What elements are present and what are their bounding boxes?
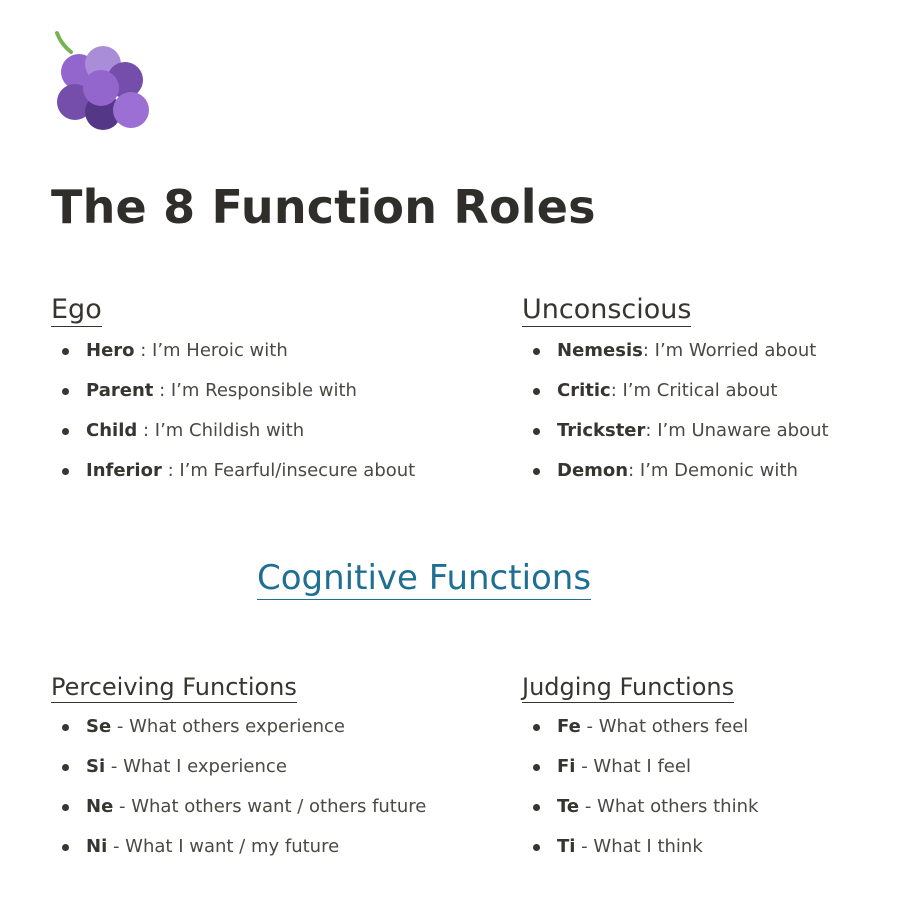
list-item: Fi - What I feel	[522, 747, 899, 787]
list-item: Trickster: I’m Unaware about	[522, 411, 899, 451]
list-item-text: : I’m Fearful/insecure about	[161, 460, 416, 482]
list-item: Inferior : I’m Fearful/insecure about	[51, 451, 431, 491]
list-item-text: - What I think	[575, 835, 703, 857]
list-item-text: : I’m Childish with	[137, 420, 305, 442]
list-item-term: Se	[86, 715, 112, 737]
list-item-text: - What I experience	[105, 755, 287, 777]
list-item-text: : I’m Critical about	[610, 380, 778, 402]
list-item: Ne - What others want / others future	[51, 787, 431, 827]
grapes-icon[interactable]	[51, 30, 151, 130]
list-item-term: Demon	[557, 460, 629, 482]
list-item-text: - What others experience	[111, 715, 345, 737]
list-item-term: Ni	[86, 835, 108, 857]
perceiving-list: Se - What others experience Si - What I …	[51, 707, 431, 867]
list-item-term: Hero	[86, 340, 135, 362]
list-item-term: Te	[557, 795, 580, 817]
page-title: The 8 Function Roles	[51, 180, 596, 234]
list-item-text: : I’m Responsible with	[153, 380, 357, 402]
list-item: Ni - What I want / my future	[51, 827, 431, 867]
ego-section: Ego Hero : I’m Heroic with Parent : I’m …	[51, 294, 431, 491]
list-item-text: : I’m Unaware about	[645, 420, 829, 442]
list-item-term: Fe	[557, 715, 581, 737]
ego-heading: Ego	[51, 294, 102, 328]
judging-section: Judging Functions Fe - What others feel …	[522, 673, 899, 867]
list-item-text: - What others feel	[580, 715, 749, 737]
list-item: Parent : I’m Responsible with	[51, 371, 431, 411]
list-item-text: : I’m Heroic with	[134, 340, 288, 362]
list-item-text: - What I feel	[575, 755, 691, 777]
list-item-term: Fi	[557, 755, 576, 777]
list-item: Se - What others experience	[51, 707, 431, 747]
cognitive-functions-link[interactable]: Cognitive Functions	[257, 558, 592, 600]
list-item: Demon: I’m Demonic with	[522, 451, 899, 491]
list-item: Child : I’m Childish with	[51, 411, 431, 451]
list-item-term: Parent	[86, 380, 154, 402]
list-item: Critic: I’m Critical about	[522, 371, 899, 411]
list-item-term: Trickster	[557, 420, 646, 442]
list-item-text: - What others think	[579, 795, 759, 817]
list-item: Si - What I experience	[51, 747, 431, 787]
list-item-term: Si	[86, 755, 106, 777]
unconscious-heading: Unconscious	[522, 294, 692, 328]
list-item: Fe - What others feel	[522, 707, 899, 747]
list-item-term: Critic	[557, 380, 611, 402]
list-item: Nemesis: I’m Worried about	[522, 331, 899, 371]
judging-list: Fe - What others feel Fi - What I feel T…	[522, 707, 899, 867]
list-item-text: : I’m Demonic with	[628, 460, 798, 482]
list-item-text: - What others want / others future	[113, 795, 427, 817]
list-item: Te - What others think	[522, 787, 899, 827]
judging-heading: Judging Functions	[522, 673, 735, 703]
notion-page: The 8 Function Roles Ego Hero : I’m Hero…	[51, 0, 851, 906]
perceiving-heading: Perceiving Functions	[51, 673, 297, 703]
list-item-text: : I’m Worried about	[642, 340, 817, 362]
list-item: Ti - What I think	[522, 827, 899, 867]
list-item-term: Ti	[557, 835, 576, 857]
list-item-term: Inferior	[86, 460, 162, 482]
unconscious-list: Nemesis: I’m Worried about Critic: I’m C…	[522, 331, 899, 491]
list-item-term: Nemesis	[557, 340, 643, 362]
list-item-text: - What I want / my future	[107, 835, 340, 857]
list-item: Hero : I’m Heroic with	[51, 331, 431, 371]
perceiving-section: Perceiving Functions Se - What others ex…	[51, 673, 431, 867]
list-item-term: Ne	[86, 795, 114, 817]
ego-list: Hero : I’m Heroic with Parent : I’m Resp…	[51, 331, 431, 491]
list-item-term: Child	[86, 420, 138, 442]
unconscious-section: Unconscious Nemesis: I’m Worried about C…	[522, 294, 899, 491]
